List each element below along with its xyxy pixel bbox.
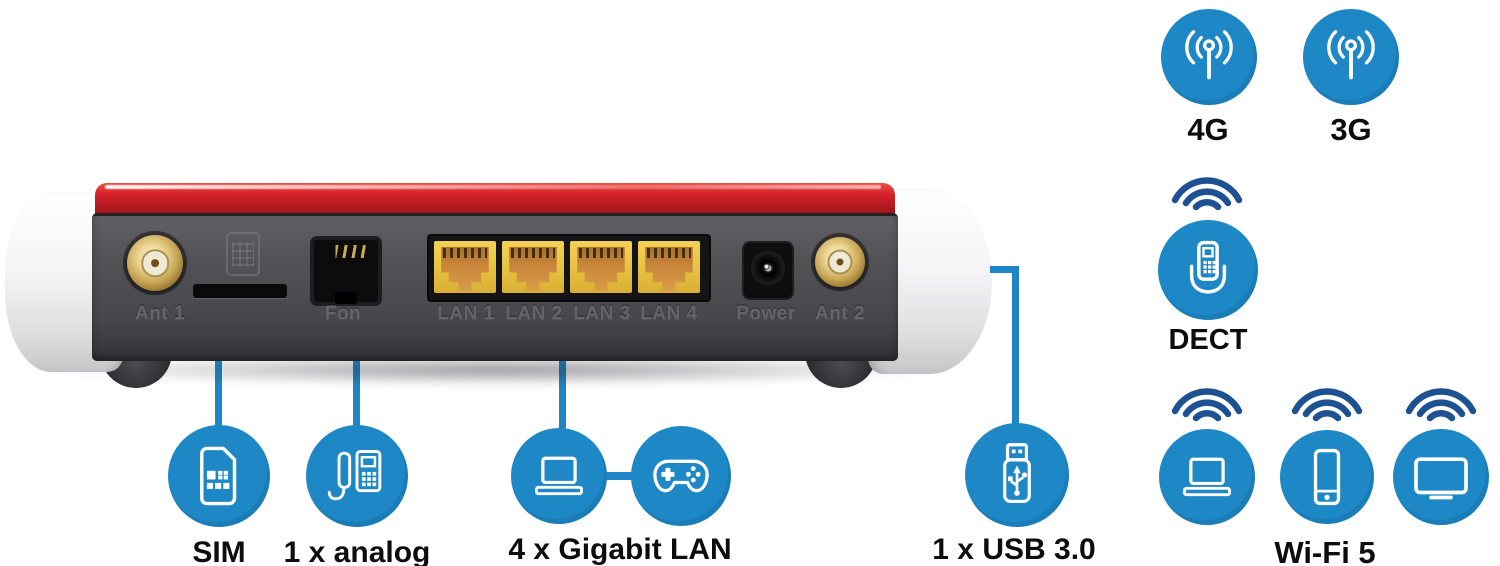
fon-port-tab xyxy=(335,292,357,304)
lan-port-2 xyxy=(502,241,564,293)
usb-label: 1 x USB 3.0 xyxy=(932,533,1096,566)
sim-callout-circle xyxy=(168,425,270,527)
lan4-port-label: LAN 4 xyxy=(640,303,698,324)
tv-icon xyxy=(1414,456,1468,499)
cellular-antenna-icon xyxy=(1327,30,1375,80)
feature-4g-circle xyxy=(1161,9,1257,105)
callout-line-lan xyxy=(559,348,566,432)
wifi-waves-icon xyxy=(1165,381,1249,430)
gigabit-lan-label: 4 x Gigabit LAN xyxy=(508,533,732,566)
lan-port-1 xyxy=(434,241,496,293)
analog-phone-icon xyxy=(327,450,382,501)
feature-dect-circle xyxy=(1158,220,1258,320)
lan-icons-connector xyxy=(600,472,636,480)
gamepad-icon xyxy=(653,459,709,493)
callout-line-usb-horizontal xyxy=(990,266,1019,273)
sim-label: SIM xyxy=(192,536,246,566)
callout-line-sim xyxy=(215,348,222,432)
lan2-port-label: LAN 2 xyxy=(505,303,563,324)
cellular-antenna-icon xyxy=(1185,30,1233,80)
usb-callout-circle xyxy=(965,423,1069,527)
wifi-laptop-circle xyxy=(1159,429,1255,525)
usb-stick-icon xyxy=(1003,443,1031,504)
callout-line-analog xyxy=(353,348,360,432)
lan-laptop-circle xyxy=(511,428,607,524)
smartphone-icon xyxy=(1313,448,1341,506)
fon-port-pins xyxy=(335,245,366,258)
dect-label: DECT xyxy=(1168,324,1248,356)
cordless-phone-icon xyxy=(1189,240,1227,294)
power-port-label: Power xyxy=(736,303,796,324)
ant1-port-label: Ant 1 xyxy=(135,303,185,324)
lan-port-4 xyxy=(638,241,700,293)
power-port xyxy=(742,241,794,300)
feature-3g-circle xyxy=(1303,9,1399,105)
fon-port-label: Fon xyxy=(324,303,362,324)
sim-emboss-icon xyxy=(226,232,260,276)
wifi-waves-icon xyxy=(1399,381,1483,430)
wifi-waves-icon xyxy=(1285,381,1369,430)
fon-port xyxy=(310,236,382,306)
4g-label: 4G xyxy=(1187,112,1229,147)
power-barrel-jack xyxy=(751,251,785,286)
antenna-port-2 xyxy=(815,237,865,287)
antenna-port-1 xyxy=(127,235,183,291)
lan-port-3 xyxy=(570,241,632,293)
sim-card-slot xyxy=(193,284,287,298)
3g-label: 3G xyxy=(1330,112,1372,147)
lan-gamepad-circle xyxy=(631,426,731,526)
wifi-tv-circle xyxy=(1393,429,1489,525)
laptop-icon xyxy=(534,456,584,496)
wifi5-label: Wi-Fi 5 xyxy=(1274,535,1376,566)
callout-line-usb-vertical xyxy=(1012,266,1019,428)
lan-port-block xyxy=(427,234,711,302)
laptop-icon xyxy=(1182,457,1232,497)
wifi-waves-icon xyxy=(1167,170,1247,219)
analog-label: 1 x analog xyxy=(283,536,431,566)
analog-callout-circle xyxy=(306,425,408,527)
sim-card-icon xyxy=(200,446,237,506)
lan3-port-label: LAN 3 xyxy=(573,303,631,324)
ant2-port-label: Ant 2 xyxy=(815,303,865,324)
wifi-smartphone-circle xyxy=(1280,430,1374,524)
lan1-port-label: LAN 1 xyxy=(437,303,495,324)
